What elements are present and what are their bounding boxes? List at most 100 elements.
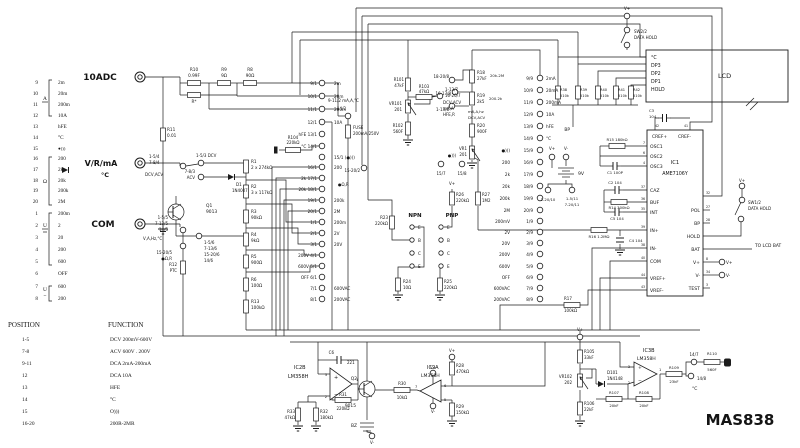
table-header-function: FUNCTION: [108, 321, 143, 329]
schematic-label: 470kΩ: [456, 369, 469, 374]
schematic-label: °C: [651, 55, 657, 61]
schematic-label: hFE: [546, 124, 554, 129]
schematic-label: 13: [33, 124, 39, 130]
schematic-label: 20/9: [524, 208, 534, 213]
schematic-label: 14/8: [697, 376, 706, 381]
schematic-label: 2m: [58, 80, 65, 86]
resistor: [563, 302, 581, 308]
schematic-label: R16 1.2MΩ: [589, 234, 610, 239]
schematic-label: 41: [684, 124, 688, 128]
resistor: [243, 299, 249, 314]
schematic-label: R102: [393, 123, 404, 128]
switch-contact: [687, 372, 695, 380]
wafer9-contact: [536, 134, 544, 142]
schematic-label: R24: [403, 279, 411, 284]
schematic-label: 5/9: [526, 264, 533, 269]
schematic-label: 1-13/7: [445, 87, 458, 92]
resistor: [243, 184, 249, 199]
wafer1-contact: [318, 105, 326, 113]
switch-contact: [179, 242, 187, 250]
schematic-label: 7: [643, 141, 645, 145]
schematic-label: R4: [251, 232, 257, 237]
schematic-label: R18: [477, 70, 485, 75]
schematic-label: D101: [607, 370, 618, 375]
opamp-triangle: [633, 361, 658, 387]
schematic-label: V-: [695, 273, 700, 279]
schematic-label: 900Ω: [251, 260, 263, 265]
schematic-label: 14/2: [337, 106, 346, 111]
schematic-label: 3/9: [526, 241, 533, 246]
schematic-label: HFE,R: [443, 112, 455, 117]
schematic-label: 9V: [578, 171, 585, 177]
schematic-label: R29: [456, 404, 464, 409]
schematic-label: V-: [370, 440, 375, 445]
schematic-label: FUSE: [353, 125, 364, 130]
schematic-label: 200mV: [495, 219, 510, 224]
resistor: [389, 215, 395, 230]
switch-contact: [738, 196, 746, 204]
schematic-label: 200k: [58, 188, 69, 194]
schematic-label: 1-20/10: [541, 197, 556, 202]
schematic-label: 220kΩ: [444, 285, 457, 290]
schematic-label: V+: [577, 327, 583, 332]
schematic-label: DP2: [651, 71, 661, 77]
schematic-label: °C 14/1: [301, 144, 317, 149]
schematic-label: 16-20/7: [445, 93, 461, 98]
schematic-label: Q2: [351, 376, 357, 382]
table-row-function: 200R-2MR: [110, 421, 135, 427]
schematic-label: SW2/2: [634, 29, 647, 34]
schematic-label: TEST: [688, 286, 701, 292]
schematic-label: 20kF: [609, 403, 618, 408]
schematic-label: 11: [33, 102, 38, 108]
wafer9-contact: [536, 295, 544, 303]
schematic-label: 1N4007: [232, 188, 248, 193]
switch-contact: [738, 182, 746, 190]
schematic-label: V-: [564, 146, 569, 151]
schematic-label: 10kΩ: [397, 395, 407, 400]
switch-contact: [197, 173, 205, 181]
schematic-label: 510k: [633, 94, 643, 98]
schematic-label: R28: [456, 363, 464, 368]
opamp-triangle: [419, 379, 442, 403]
wafer1-contact: [318, 251, 326, 259]
schematic-label: 20k: [502, 184, 510, 189]
wafer9-contact: [536, 86, 544, 94]
schematic-label: 2: [628, 381, 630, 385]
schematic-label: BUF: [650, 200, 660, 206]
schematic-label: OFF 6/1: [301, 275, 318, 280]
opamp-triangle: [329, 367, 353, 401]
schematic-label: ●Ω,R: [161, 256, 172, 261]
schematic-label: 9kΩ: [251, 238, 260, 243]
schematic-label: 600: [58, 259, 66, 265]
schematic-label: R6: [251, 277, 257, 282]
schematic-label: °C: [101, 171, 109, 179]
schematic-label: 4/9: [526, 252, 533, 257]
schematic-label: 3: [706, 283, 708, 287]
schematic-label: VREF-: [650, 288, 664, 294]
schematic-label: R14 300kΩ: [608, 205, 629, 210]
schematic-label: 2M: [334, 209, 341, 214]
schematic-label: 44: [641, 273, 645, 277]
schematic-label: U: [43, 223, 47, 229]
wafer1-contact: [318, 240, 326, 248]
schematic-label: 200: [58, 296, 66, 302]
schematic-label: 19/1: [308, 198, 318, 203]
schematic-label: R15 180kΩ: [606, 137, 627, 142]
switch-contact: [368, 432, 376, 440]
schematic-label: U: [43, 287, 47, 293]
schematic-label: 1-13/8: [436, 107, 449, 112]
schematic-label: 20: [58, 235, 64, 241]
schematic-label: 220kΩ: [375, 221, 388, 226]
resistor: [608, 143, 626, 149]
schematic-label: −: [638, 379, 642, 384]
resistor: [243, 209, 249, 224]
schematic-label: 34: [706, 270, 710, 274]
schematic-label: R23: [380, 215, 388, 220]
diode: [62, 167, 68, 173]
schematic-label: 1/9: [526, 219, 533, 224]
schematic-label: V-: [431, 409, 436, 414]
schematic-label: COM: [650, 259, 661, 265]
resistor: [285, 147, 301, 153]
schematic-label: C1 100P: [607, 170, 624, 175]
